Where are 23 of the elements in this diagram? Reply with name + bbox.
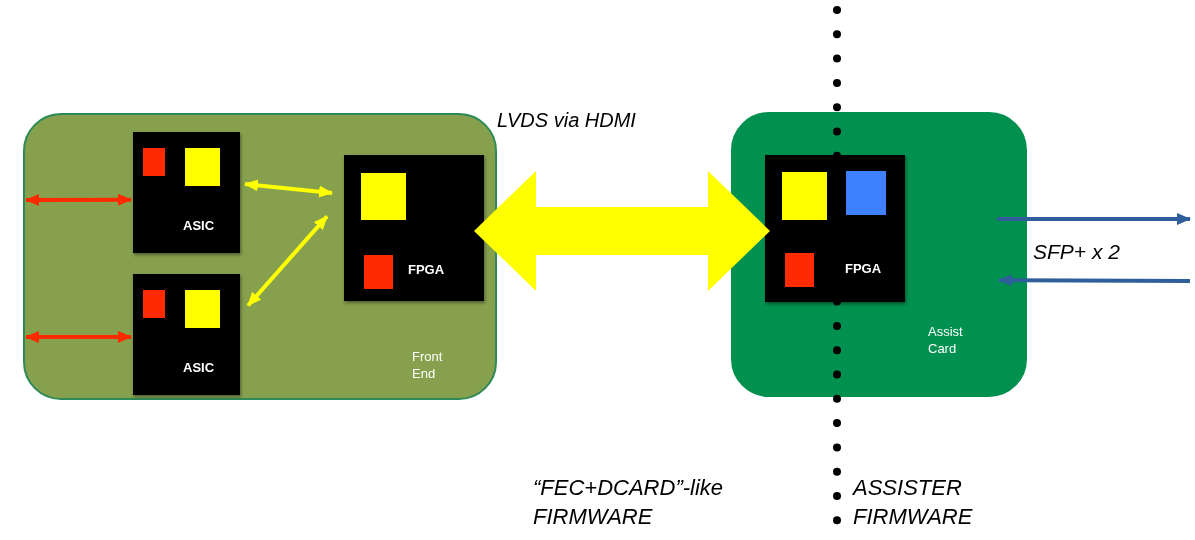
chip-box: [133, 274, 240, 395]
node-label: FPGA: [408, 262, 445, 279]
circuit-board: [731, 112, 1027, 397]
chip-box: [133, 132, 240, 253]
note-text: LVDS via HDMI: [497, 108, 637, 133]
node-label: Assist Card: [928, 324, 964, 358]
arrow: [997, 213, 1191, 225]
chip-box: [344, 155, 484, 301]
chip-box: [765, 155, 905, 302]
arrow: [998, 274, 1190, 287]
node-label: ASIC: [183, 218, 215, 235]
double-arrow: [246, 215, 329, 307]
note-text: “FEC+DCARD”-like FIRMWARE: [533, 474, 725, 531]
node-label: FPGA: [845, 261, 882, 278]
double-arrow: [25, 330, 132, 343]
double-arrow: [474, 170, 770, 291]
note-text: ASSISTER FIRMWARE: [853, 474, 974, 531]
double-arrow: [25, 193, 132, 206]
note-text: SFP+ x 2: [1033, 239, 1121, 265]
double-arrow: [244, 179, 333, 198]
node-label: Front End: [412, 349, 444, 383]
circuit-board: [23, 113, 497, 400]
node-label: ASIC: [183, 360, 215, 377]
